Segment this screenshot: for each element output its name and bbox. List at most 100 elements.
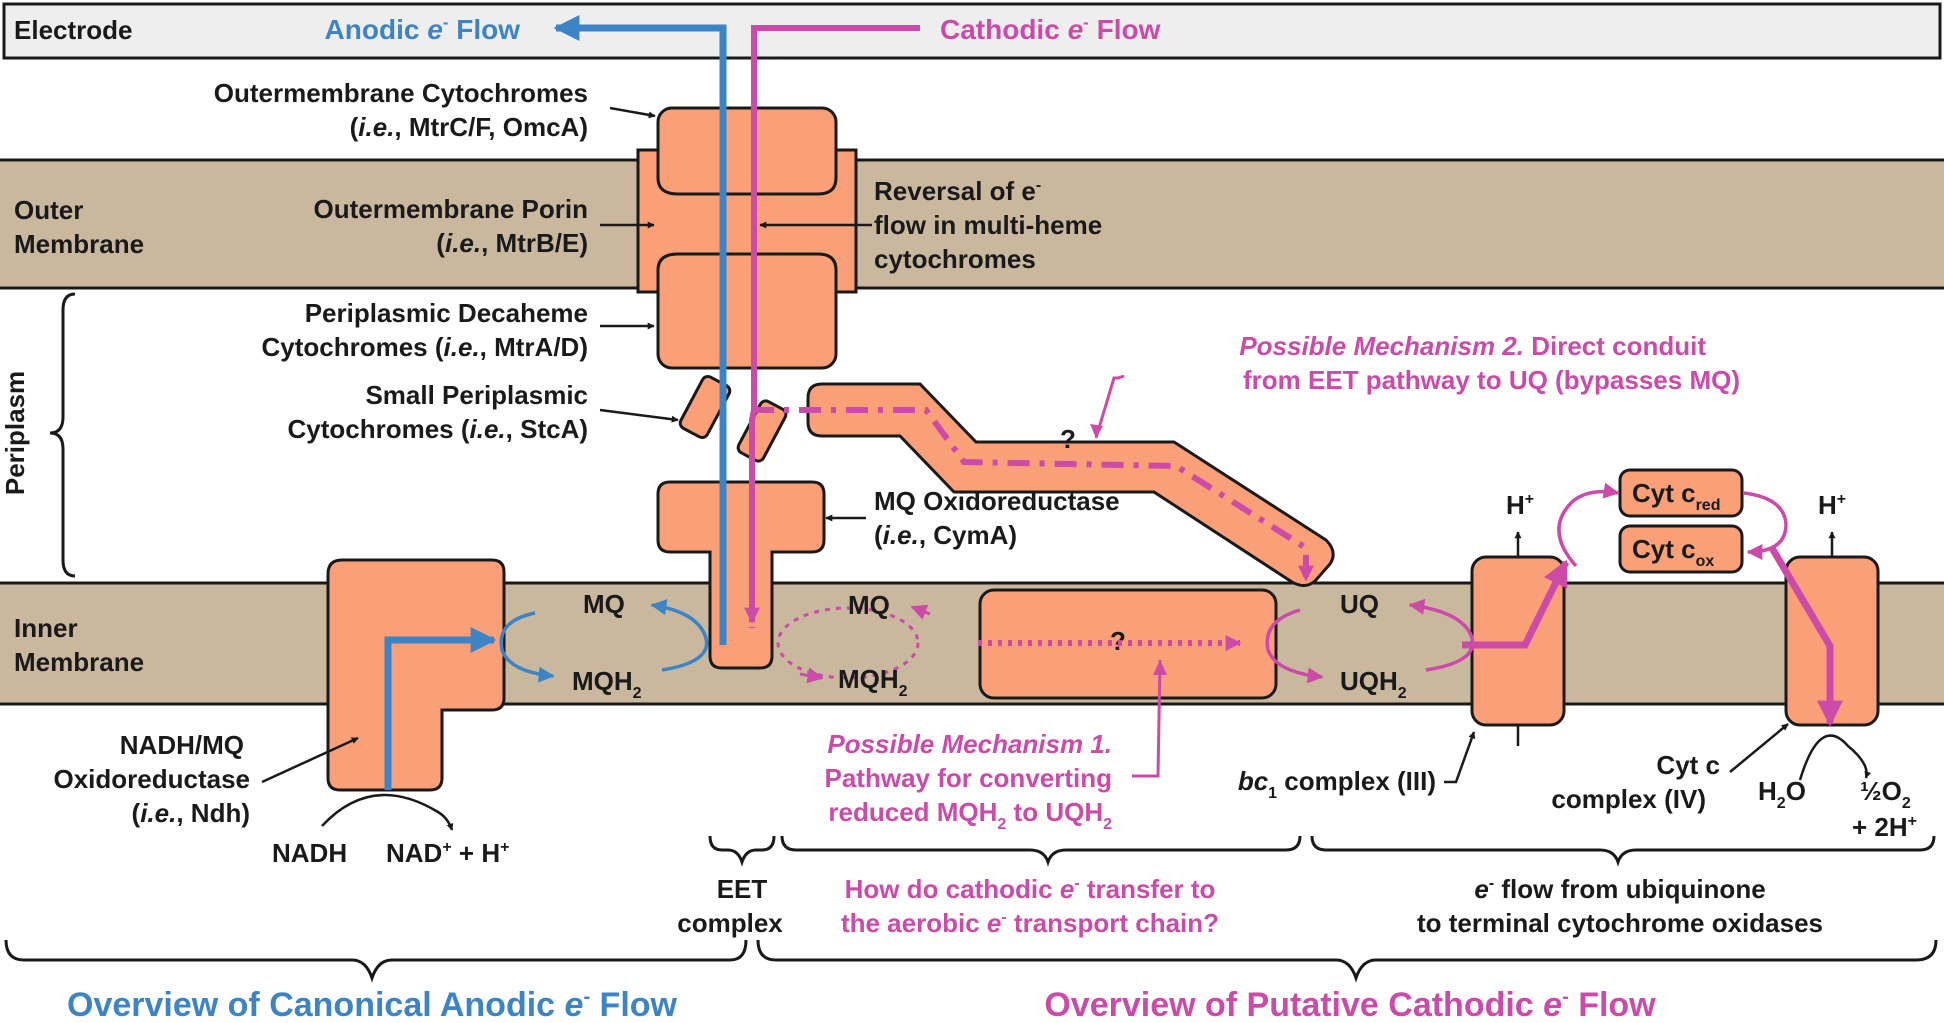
h2o-curve [1798, 734, 1872, 781]
outer-membrane-label-2: Membrane [14, 229, 144, 259]
reversal-label-3: cytochromes [874, 244, 1036, 274]
proteins [326, 106, 1880, 792]
anodic-flow-arrow [553, 15, 727, 645]
nad-label: NAD+ + H+ [386, 838, 509, 868]
ndh-pointer [261, 736, 359, 784]
overview-cathodic-title: Overview of Putative Cathodic e- Flow [1044, 986, 1656, 1023]
om-cyt-label-1: Outermembrane Cytochromes [214, 78, 588, 108]
mechanism2-conduit [806, 382, 1335, 587]
mq-magenta-label: MQ [848, 590, 890, 620]
om-porin-label-1: Outermembrane Porin [313, 194, 588, 224]
peri-deca-label-2: Cytochromes (i.e., MtrA/D) [261, 332, 588, 362]
ndh-protein [326, 558, 506, 792]
small-peri-label-1: Small Periplasmic [365, 380, 588, 410]
cyt-c-ox-label: Cyt cox [1632, 534, 1714, 570]
bc1-pointer [1444, 731, 1476, 784]
uq-label: UQ [1340, 589, 1379, 619]
om-cyt-label-2: (i.e., MtrC/F, OmcA) [350, 112, 588, 142]
bc1-hplus-label: H+ [1506, 490, 1534, 520]
mech2-pointer [1094, 374, 1125, 439]
reversal-label-1: Reversal of e- [874, 176, 1041, 206]
mech2-pointer-head [1090, 424, 1103, 438]
uqh2-label: UQH2 [1340, 666, 1407, 702]
h2o-label: H2O [1758, 776, 1806, 812]
how-bracket [780, 835, 1302, 867]
overview-anodic-title: Overview of Canonical Anodic e- Flow [67, 986, 678, 1023]
anodic-flow-label: Anodic e- Flow [325, 13, 521, 45]
mq-cycle-left-arrow [499, 611, 555, 683]
overview-anodic-bracket [4, 939, 748, 983]
cyt-c-red-label: Cyt cred [1632, 478, 1720, 514]
mq-magenta-upper-arrow [910, 604, 931, 620]
mechanism1-label-3: reduced MQH2 to UQH2 [828, 797, 1112, 833]
outer-membrane-label-1: Outer [14, 195, 83, 225]
bc1-complex [1470, 555, 1566, 727]
mq-dotted-cycle [776, 606, 920, 680]
mq-ox-label-2: (i.e., CymA) [874, 520, 1017, 550]
inner-membrane-label-2: Membrane [14, 647, 144, 677]
cytc-hplus-label: H+ [1818, 490, 1846, 520]
small-peri-label-2: Cytochromes (i.e., StcA) [287, 414, 588, 444]
o2-label: ½O2 [1860, 776, 1911, 812]
cytc-to-complexIV-arrow [1768, 546, 1843, 727]
section-brackets [4, 835, 1938, 983]
how-label-1: How do cathodic e- transfer to [845, 874, 1216, 904]
mqh2-magenta-label: MQH2 [838, 664, 908, 700]
periplasm-brace [49, 292, 76, 578]
nadh-curve [321, 793, 454, 831]
om-cytochrome-top [656, 106, 838, 196]
pointer-arrows [261, 106, 1872, 831]
small-peri-pointer [599, 408, 679, 423]
mechanism1-label-1: Possible Mechanism 1. [827, 729, 1112, 759]
mech1-pointer [1132, 659, 1162, 778]
om-cyt-pointer [609, 106, 656, 119]
peri-deca-label-1: Periplasmic Decaheme [305, 298, 588, 328]
mechanism2-label-2: from EET pathway to UQ (bypasses MQ) [1243, 365, 1740, 395]
periplasm-label: Periplasm [0, 371, 30, 495]
mq-ox-label-1: MQ Oxidoreductase [874, 486, 1120, 516]
om-porin [636, 148, 858, 294]
uq-cycle-right-arrow [1408, 598, 1475, 672]
how-label-2: the aerobic e- transport chain? [841, 908, 1219, 938]
bc1-to-cytc-arrow [1462, 559, 1570, 649]
mq-cycle-right-arrow [650, 599, 709, 672]
eflow-label-2: to terminal cytochrome oxidases [1417, 908, 1823, 938]
mechanism2-question: ? [1060, 424, 1076, 454]
nadh-label: NADH [272, 838, 347, 868]
mq-oxidoreductase [656, 480, 826, 670]
mechanism2-label-1: Possible Mechanism 2. Direct conduit [1239, 331, 1706, 361]
mech1-pointer-head [1153, 660, 1167, 675]
mechanism2-dashed-path [752, 407, 1314, 582]
small-periplasmic-cyt-left [678, 374, 732, 440]
cytc-cycle-right-arrow [1743, 491, 1788, 560]
mq-magenta-lower-arrow [799, 667, 824, 684]
twoh-label: + 2H+ [1852, 812, 1917, 842]
mqh2-blue-label: MQH2 [572, 666, 642, 702]
inner-membrane-label-1: Inner [14, 613, 78, 643]
eflow-bracket [1310, 835, 1936, 867]
bc1-label: bc1 complex (III) [1238, 766, 1436, 802]
cathodic-flow-label: Cathodic e- Flow [940, 13, 1161, 45]
electrode-label: Electrode [14, 15, 133, 45]
cyt-c-ox-box [1618, 524, 1744, 574]
om-cytochrome-bottom [656, 252, 838, 370]
ndh-label-1: NADH/MQ [120, 730, 244, 760]
eet-label-2: complex [677, 908, 783, 938]
electrode-band [2, 2, 1942, 60]
mq-blue-label: MQ [583, 589, 625, 619]
ndh-label-2: Oxidoreductase [53, 764, 250, 794]
cytc-complex-label-1: Cyt c [1656, 750, 1720, 780]
protein-labels-left: Outermembrane Cytochromes (i.e., MtrC/F,… [53, 78, 1720, 828]
cytc-pointer [1729, 723, 1789, 773]
outer-membrane-band [0, 158, 1944, 290]
cytc-complex-label-2: complex (IV) [1551, 784, 1706, 814]
reversal-label-2: flow in multi-heme [874, 210, 1102, 240]
eflow-label-1: e- flow from ubiquinone [1474, 874, 1765, 904]
overview-cathodic-bracket [756, 939, 1938, 983]
ndh-anodic-arrow [384, 627, 497, 790]
cytc-cycle-left-arrow [1557, 482, 1620, 568]
uq-cycle-left-arrow [1265, 608, 1324, 684]
eet-bracket [708, 835, 776, 867]
